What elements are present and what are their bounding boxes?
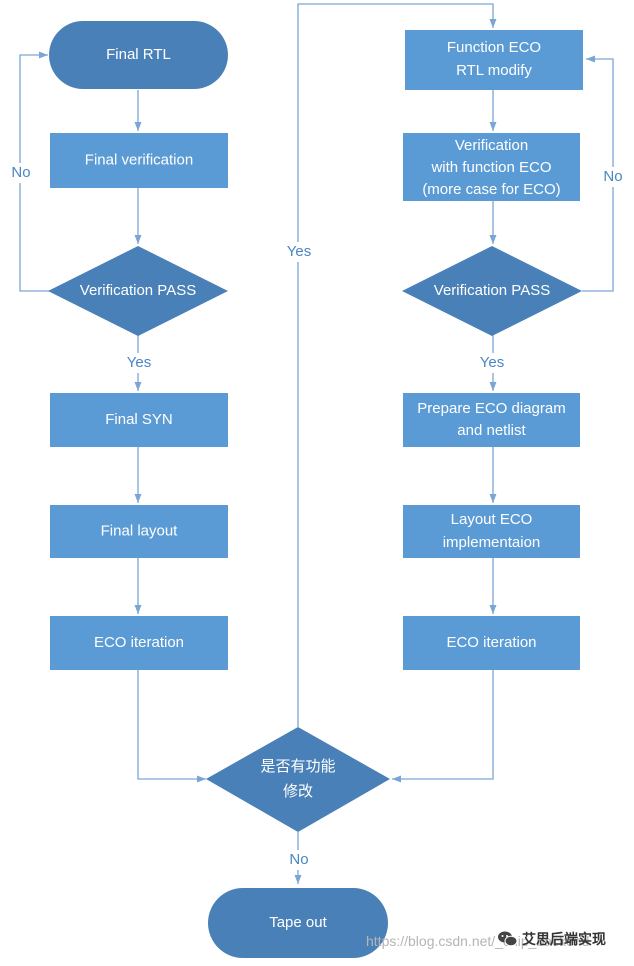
tape-out-node: Tape out [208,888,388,958]
function-eco-node: Function ECO RTL modify [405,30,583,90]
final-syn-label: Final SYN [105,411,173,428]
wechat-icon [498,931,518,947]
function-change-decision: 是否有功能 修改 [206,727,390,832]
edge-right-eco-to-center-decision [392,670,494,783]
final-rtl-label: Final RTL [106,46,171,63]
layout-eco-label-line-1: Layout ECO [451,511,533,528]
watermark-brand: 艾思后端实现 [522,931,606,948]
layout-eco-label-line-2: implementaion [443,534,541,551]
final-layout-label: Final layout [101,522,179,539]
function-change-label-line-2: 修改 [283,783,313,800]
prepare-eco-label-line-2: and netlist [457,422,526,439]
watermark-url: https://blog.csdn.net/_chip_backend [366,933,589,949]
layout-eco-node: Layout ECO implementaion [403,505,580,558]
no-right-label: No [603,168,622,185]
final-syn-node: Final SYN [50,393,228,447]
verification-pass-left-decision: Verification PASS [48,246,228,336]
final-layout-node: Final layout [50,505,228,558]
final-verification-node: Final verification [50,133,228,188]
final-verification-label: Final verification [85,151,193,168]
watermark: https://blog.csdn.net/_chip_backend 艾思后端… [366,931,606,949]
final-rtl-node: Final RTL [49,21,228,89]
eco-iteration-right-node: ECO iteration [403,616,580,670]
verification-eco-node: Verification with function ECO (more cas… [403,133,580,201]
edge-center-yes-to-function-eco [297,3,497,727]
yes-left-label: Yes [127,354,151,371]
no-left-label: No [11,164,30,181]
prepare-eco-label-line-1: Prepare ECO diagram [417,400,565,417]
function-change-label-line-1: 是否有功能 [260,758,335,775]
yes-center-label: Yes [287,243,311,260]
verification-pass-left-label: Verification PASS [80,282,196,299]
verification-eco-label-line-1: Verification [455,137,528,154]
no-bottom-label: No [289,851,308,868]
edge-left-eco-to-center-decision [137,670,206,783]
verification-eco-label-line-2: with function ECO [430,159,551,176]
yes-right-label: Yes [480,354,504,371]
eco-iteration-left-label: ECO iteration [94,634,184,651]
prepare-eco-node: Prepare ECO diagram and netlist [403,393,580,447]
verification-eco-label-line-3: (more case for ECO) [422,181,560,198]
verification-pass-right-label: Verification PASS [434,282,550,299]
tape-out-label: Tape out [269,914,327,931]
function-eco-label-line-2: RTL modify [456,62,532,79]
verification-pass-right-decision: Verification PASS [402,246,582,336]
function-eco-label-line-1: Function ECO [447,39,541,56]
eco-iteration-left-node: ECO iteration [50,616,228,670]
eco-iteration-right-label: ECO iteration [446,634,536,651]
